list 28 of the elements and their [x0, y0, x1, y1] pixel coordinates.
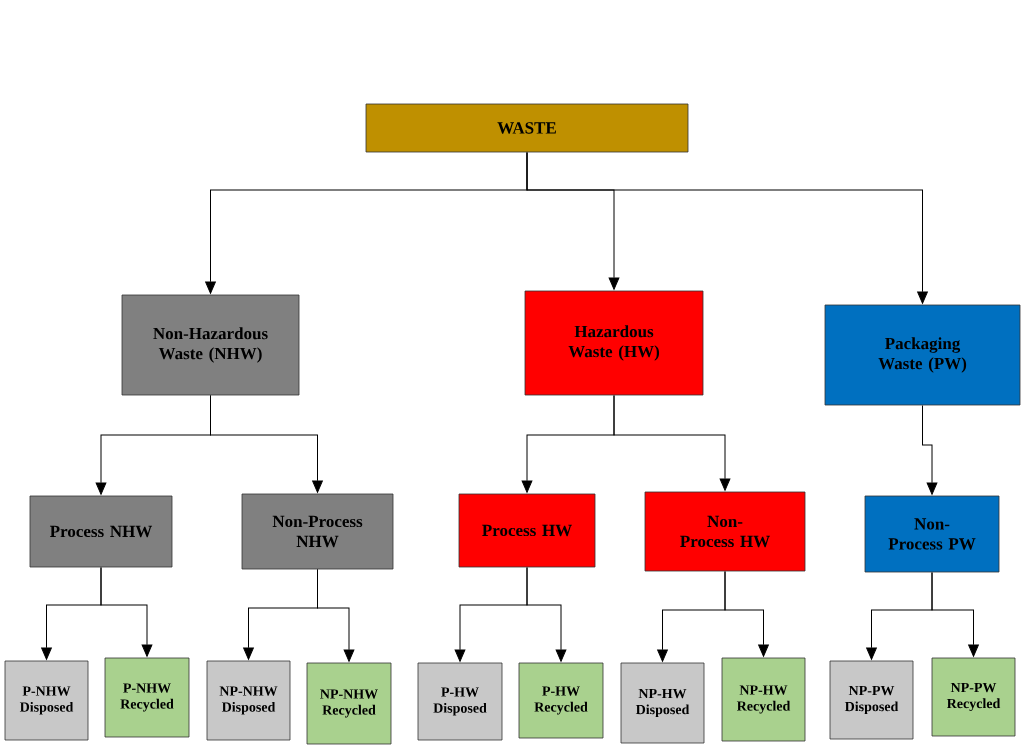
arrow	[526, 151, 928, 304]
category-box: Non-Process PW	[864, 495, 1000, 573]
category-box: Non-Process HW	[644, 491, 806, 572]
category-box: Process NHW	[29, 495, 173, 568]
category-box: Packaging Waste (PW)	[824, 304, 1021, 406]
category-box: Process HW	[458, 493, 596, 568]
root-box: WASTE	[365, 103, 689, 153]
outcome-box: P-HW Recycled	[518, 662, 604, 739]
outcome-box: P-HW Disposed	[417, 662, 503, 741]
outcome-box: NP-PW Disposed	[829, 660, 914, 740]
outcome-box: NP-HW Disposed	[620, 662, 705, 744]
arrow	[210, 394, 323, 493]
outcome-box: NP-HW Recycled	[721, 657, 806, 742]
outcome-box: P-NHW Recycled	[104, 657, 190, 738]
outcome-box: NP-NHW Recycled	[306, 662, 392, 745]
arrow	[724, 570, 769, 657]
arrow	[613, 394, 731, 491]
arrow	[526, 566, 567, 662]
outcome-box: P-NHW Disposed	[4, 660, 89, 741]
category-box: Non-Process NHW	[241, 493, 394, 570]
category-box: Non-Hazardous Waste (NHW)	[121, 294, 300, 396]
outcome-box: NP-NHW Disposed	[206, 660, 291, 741]
outcome-box: NP-PW Recycled	[931, 657, 1016, 737]
arrow	[317, 568, 355, 662]
arrow	[931, 571, 979, 657]
arrow	[922, 404, 938, 495]
category-box: Hazardous Waste (HW)	[524, 290, 704, 396]
arrow	[100, 566, 153, 657]
